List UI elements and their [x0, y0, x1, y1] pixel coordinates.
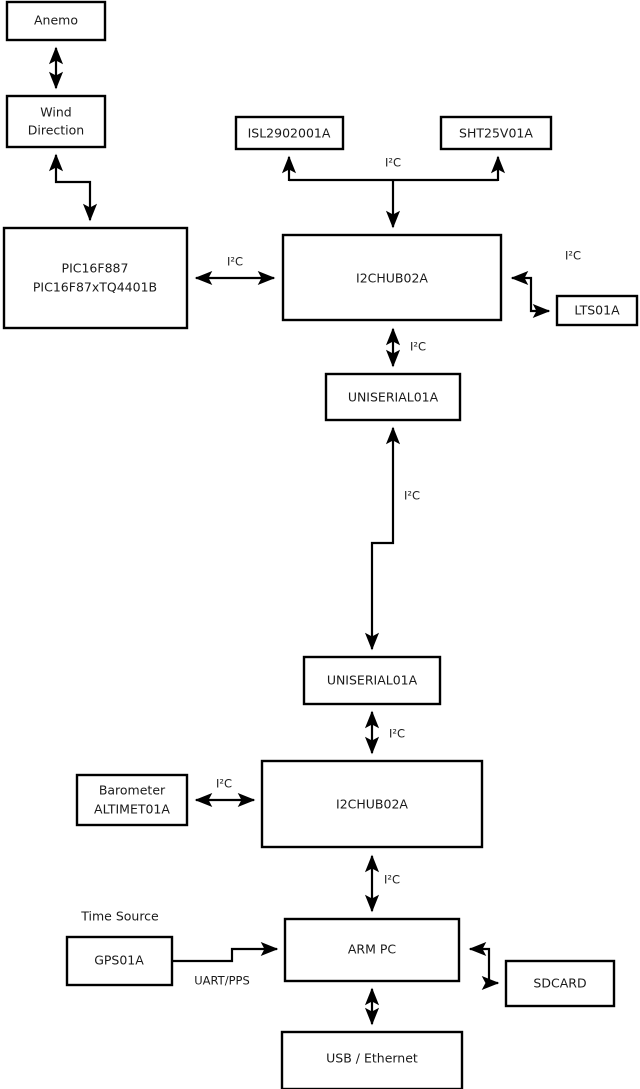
node-i2chub02a-top[interactable]: I2CHUB02A: [281, 233, 503, 322]
edge-arm-pc-sdcard: [468, 941, 500, 991]
node-arm-pc[interactable]: ARM PC: [283, 917, 461, 983]
node-box[interactable]: [65, 935, 174, 987]
edge-pic-wind-direction: [48, 153, 98, 222]
edge-i2chub-top-uniserial-top: I²C: [385, 327, 426, 368]
edge-line: [48, 153, 98, 222]
edge-i2chub-top-sensors: I²C: [281, 156, 506, 229]
node-wind-direction[interactable]: Wind Direction: [5, 94, 107, 149]
node-i2chub02a-bottom[interactable]: I2CHUB02A: [260, 759, 484, 849]
node-gps01a[interactable]: GPS01A: [65, 935, 174, 987]
edge-label-i2c: I²C: [410, 340, 426, 354]
node-box[interactable]: [302, 655, 442, 706]
edge-label-i2c: I²C: [565, 249, 581, 263]
node-box[interactable]: [234, 115, 345, 151]
node-lts01a[interactable]: LTS01A: [555, 294, 639, 327]
node-box[interactable]: [439, 115, 553, 151]
node-label-pic-line1: PIC16F887: [62, 261, 129, 276]
node-box[interactable]: [5, 94, 107, 149]
node-sdcard[interactable]: SDCARD: [504, 959, 616, 1008]
edge-gps-arm-pc: UART/PPS: [172, 941, 279, 988]
node-anemo[interactable]: Anemo: [5, 0, 107, 42]
edge-i2chub-bottom-arm-pc: I²C: [364, 854, 400, 913]
node-label-uniserial-top: UNISERIAL01A: [348, 390, 439, 405]
node-label-pic-line2: PIC16F87xTQ4401B: [33, 280, 157, 295]
node-label-isl: ISL2902001A: [248, 126, 331, 141]
node-sht25v01a[interactable]: SHT25V01A: [439, 115, 553, 151]
node-label-sdcard: SDCARD: [533, 976, 586, 991]
edge-line: [468, 941, 500, 991]
node-box[interactable]: [2, 226, 189, 330]
node-label-barometer: Barometer: [99, 783, 166, 798]
edge-barometer-i2chub-bottom: I²C: [194, 777, 256, 808]
node-box[interactable]: [555, 294, 639, 327]
node-box[interactable]: [260, 759, 484, 849]
node-label-usb-ethernet: USB / Ethernet: [326, 1051, 418, 1066]
edge-line: [510, 270, 551, 319]
label-time-source: Time Source: [80, 909, 159, 924]
node-label-lts: LTS01A: [574, 303, 620, 318]
edge-label-i2c: I²C: [404, 489, 420, 503]
node-box[interactable]: [324, 372, 462, 422]
node-uniserial01a-bottom[interactable]: UNISERIAL01A: [302, 655, 442, 706]
node-label-sht: SHT25V01A: [459, 126, 533, 141]
node-uniserial01a-top[interactable]: UNISERIAL01A: [324, 372, 462, 422]
edge-label-i2c: I²C: [227, 255, 243, 269]
edge-uniserial-bottom-i2chub-bottom: I²C: [364, 710, 405, 755]
edge-label-uart-pps: UART/PPS: [194, 974, 250, 988]
node-box[interactable]: [5, 0, 107, 42]
node-label-i2chub-top: I2CHUB02A: [356, 271, 428, 286]
node-box[interactable]: [75, 773, 189, 827]
edge-uniserial-top-uniserial-bottom: I²C: [364, 426, 420, 651]
node-box[interactable]: [281, 233, 503, 322]
node-label-altimet: ALTIMET01A: [94, 802, 170, 817]
edge-label-i2c: I²C: [216, 777, 232, 791]
edge-pic-i2chub-top: I²C: [194, 255, 276, 286]
node-label-anemo: Anemo: [34, 13, 78, 28]
edge-label-i2c: I²C: [389, 727, 405, 741]
edge-line: [364, 426, 401, 651]
node-label-direction: Direction: [28, 123, 84, 138]
node-pic16f887[interactable]: PIC16F887 PIC16F87xTQ4401B: [2, 226, 189, 330]
node-barometer-altimet01a[interactable]: Barometer ALTIMET01A: [75, 773, 189, 827]
node-label-arm-pc: ARM PC: [348, 942, 397, 957]
edge-i2chub-top-lts01a: I²C: [510, 249, 581, 319]
node-label-uniserial-bottom: UNISERIAL01A: [327, 673, 418, 688]
node-label-i2chub-bottom: I2CHUB02A: [336, 797, 408, 812]
edges-layer: I²C I²C I²C I²C: [48, 46, 581, 1026]
node-label-gps: GPS01A: [94, 953, 144, 968]
node-box[interactable]: [504, 959, 616, 1008]
node-usb-ethernet[interactable]: USB / Ethernet: [280, 1030, 464, 1089]
node-box[interactable]: [280, 1030, 464, 1089]
free-labels-layer: Time Source: [80, 909, 159, 924]
node-isl2902001a[interactable]: ISL2902001A: [234, 115, 345, 151]
edge-label-i2c: I²C: [384, 873, 400, 887]
node-box[interactable]: [283, 917, 461, 983]
node-label-wind: Wind: [40, 105, 71, 120]
edge-line: [172, 941, 279, 963]
edge-label-i2c: I²C: [385, 156, 401, 170]
